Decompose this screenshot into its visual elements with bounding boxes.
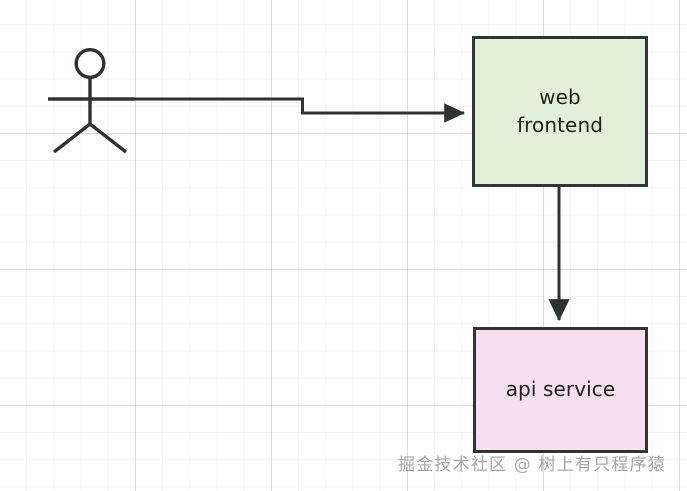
api-service-box[interactable] <box>473 327 648 453</box>
actor-figure[interactable] <box>48 48 135 154</box>
api-service-box-rect <box>473 327 648 453</box>
actor-right-leg-line <box>88 122 128 154</box>
actor-left-leg-line <box>52 122 92 154</box>
actor-head-icon <box>74 48 106 80</box>
edge-actor-to-web-frontend-path <box>131 97 466 123</box>
edge-actor-to-web-frontend[interactable] <box>131 97 466 123</box>
web-frontend-box-rect <box>472 36 648 187</box>
web-frontend-box[interactable] <box>472 36 648 187</box>
